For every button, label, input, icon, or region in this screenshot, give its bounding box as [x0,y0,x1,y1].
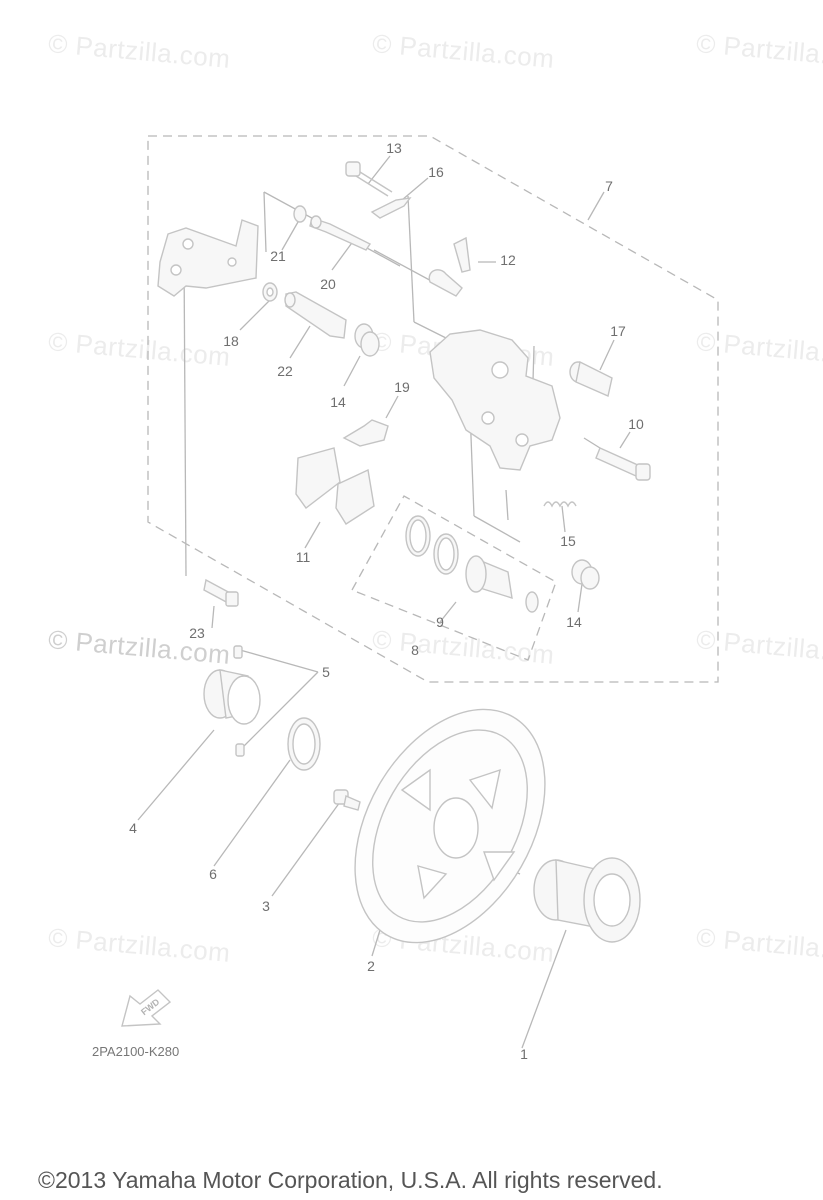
callout-19: 19 [394,379,410,395]
piston [465,555,539,613]
callout-23: 23 [189,625,205,641]
pad-shim-19 [342,419,389,447]
callout-11: 11 [295,549,311,565]
callout-17: 17 [610,323,626,339]
bolt-10 [595,447,651,481]
brake-pads-11 [295,447,375,525]
pad-pin-16 [370,197,412,219]
oil-seal-6 [287,717,321,771]
fwd-arrow-icon [121,989,172,1027]
callout-3: 3 [262,898,270,914]
callout-14-upper: 14 [330,394,346,410]
callout-9: 9 [436,614,444,630]
callout-8: 8 [411,642,419,658]
callout-15: 15 [560,533,576,549]
callout-5: 5 [322,664,330,680]
piston-kit-outline [351,495,557,661]
bolt-23 [203,578,239,607]
hub-1 [533,857,641,943]
callout-14-lower: 14 [566,614,582,630]
callout-16: 16 [428,164,444,180]
callout-6: 6 [209,866,217,882]
callout-10: 10 [628,416,644,432]
callout-13: 13 [386,140,402,156]
collar-4 [203,669,261,725]
callout-18: 18 [223,333,239,349]
diagram-code: 2PA2100-K280 [92,1044,180,1059]
bolt-13 [345,161,393,197]
washer-18 [262,282,278,302]
boot-14-lower [571,559,600,590]
callout-1: 1 [520,1046,528,1062]
callout-7: 7 [605,178,613,194]
seal-ring-upper [405,515,431,557]
pin-20 [309,215,372,251]
caliper-bracket [157,219,259,297]
caliper-assembly-outline [147,135,719,683]
bolt-3 [333,789,361,811]
spring-15 [543,501,577,508]
boot-14-upper [354,323,380,357]
callout-20: 20 [320,276,336,292]
callout-4: 4 [129,820,137,836]
caliper-body [429,329,561,471]
bolt-17 [569,360,613,397]
washer-21 [293,205,307,223]
callout-22: 22 [277,363,293,379]
callout-12: 12 [500,252,516,268]
seal-ring-lower [433,533,459,575]
pin-22 [284,291,347,339]
callout-2: 2 [367,958,375,974]
callout-21: 21 [270,248,286,264]
bleed-valve-12 [428,236,471,297]
copyright-notice: ©2013 Yamaha Motor Corporation, U.S.A. A… [38,1167,663,1193]
brake-disc-2 [354,708,546,944]
screw-5 [233,645,245,757]
